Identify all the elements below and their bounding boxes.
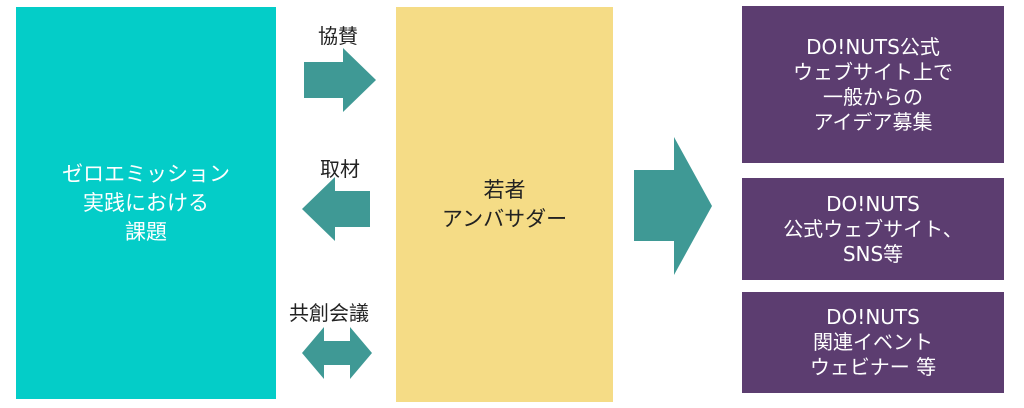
challenge-box: ゼロエミッション 実践における 課題	[16, 7, 276, 399]
output-text-2: DO!NUTS 公式ウェブサイト、 SNS等	[783, 191, 963, 266]
big-right-arrow-icon	[634, 137, 712, 275]
output-box-events: DO!NUTS 関連イベント ウェビナー 等	[742, 292, 1004, 393]
challenge-text: ゼロエミッション 実践における 課題	[62, 161, 230, 244]
output-text-1: DO!NUTS公式 ウェブサイト上で 一般からの アイデア募集	[793, 34, 953, 134]
output-box-website-sns: DO!NUTS 公式ウェブサイト、 SNS等	[742, 178, 1004, 280]
output-box-idea-recruitment: DO!NUTS公式 ウェブサイト上で 一般からの アイデア募集	[742, 6, 1004, 163]
interview-label: 取材	[320, 157, 360, 181]
left-arrow-icon	[302, 177, 370, 241]
ambassador-text: 若者 アンバサダー	[441, 177, 568, 231]
right-arrow-icon	[304, 48, 376, 112]
ambassador-box: 若者 アンバサダー	[396, 7, 613, 402]
sponsor-label: 協賛	[318, 24, 358, 48]
double-arrow-icon	[302, 327, 372, 379]
output-text-3: DO!NUTS 関連イベント ウェビナー 等	[809, 305, 937, 379]
cocreation-label: 共創会議	[289, 301, 369, 325]
